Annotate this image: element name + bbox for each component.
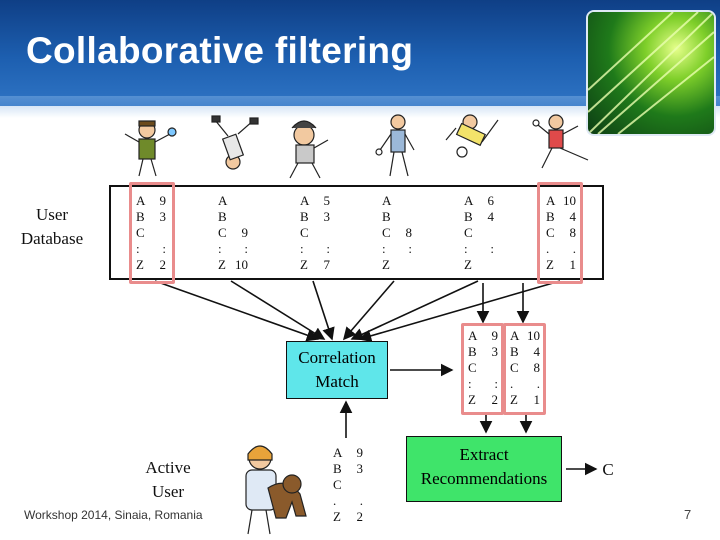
footer-text: Workshop 2014, Sinaia, Romania [24, 508, 203, 522]
active-user-label: Active User [145, 458, 191, 501]
user-figure-2 [211, 115, 259, 170]
active-user-figure [245, 445, 307, 535]
recommendation-result: C [602, 460, 614, 479]
highlight-box-user-6 [537, 182, 583, 284]
user-database-label: User Database [20, 205, 84, 248]
decorative-logo [588, 12, 714, 134]
highlight-box-user-1 [129, 182, 175, 284]
title-bar-glow [0, 96, 720, 118]
user-figure-3 [289, 120, 329, 179]
extract-recommendations-box: Extract Recommendations [406, 436, 562, 502]
correlation-match-box: Correlation Match [286, 341, 388, 399]
highlight-box-matched-1 [461, 323, 504, 415]
user-figure-6 [532, 114, 589, 169]
user-figure-1 [124, 120, 177, 177]
slide-title: Collaborative filtering [26, 30, 414, 71]
highlight-box-matched-2 [503, 323, 546, 415]
user-figure-5 [445, 114, 499, 158]
user-figures [124, 114, 589, 179]
user-figure-4 [375, 114, 415, 177]
page-number: 7 [684, 507, 692, 522]
